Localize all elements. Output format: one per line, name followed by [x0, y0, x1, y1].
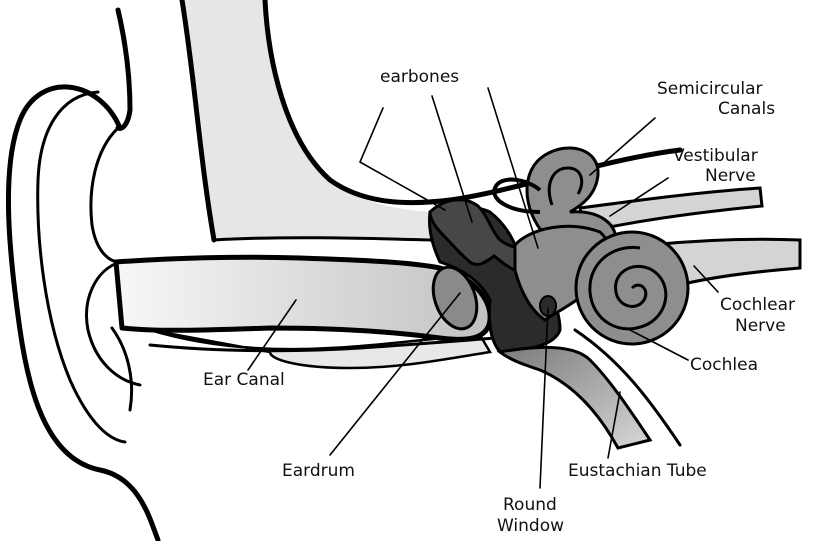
label-eustachian-tube: Eustachian Tube	[568, 461, 707, 481]
label-cochlear-nerve-line1: Cochlear	[720, 295, 795, 315]
label-earbones: earbones	[380, 67, 459, 87]
leader-earbones-bracket	[360, 108, 445, 210]
label-cochlea: Cochlea	[690, 355, 758, 375]
label-semicircular-canals-line2: Canals	[718, 99, 775, 119]
leader-semicircular	[590, 118, 655, 175]
pinna-antihelix	[91, 128, 120, 262]
label-round-window-line2: Window	[497, 516, 564, 536]
skull-outline-back	[118, 10, 130, 128]
label-ear-canal: Ear Canal	[203, 370, 285, 390]
pinna-lobe	[112, 328, 132, 410]
label-vestibular-nerve-line1: Vestibular	[673, 146, 758, 166]
label-eardrum: Eardrum	[282, 461, 355, 481]
label-cochlear-nerve-line2: Nerve	[735, 316, 786, 336]
label-vestibular-nerve-line2: Nerve	[705, 166, 756, 186]
label-round-window-line1: Round	[503, 495, 557, 515]
label-semicircular-canals-line1: Semicircular	[657, 79, 762, 99]
skull-outline-inner	[265, 0, 680, 203]
eustachian-tube-shape	[500, 347, 650, 448]
